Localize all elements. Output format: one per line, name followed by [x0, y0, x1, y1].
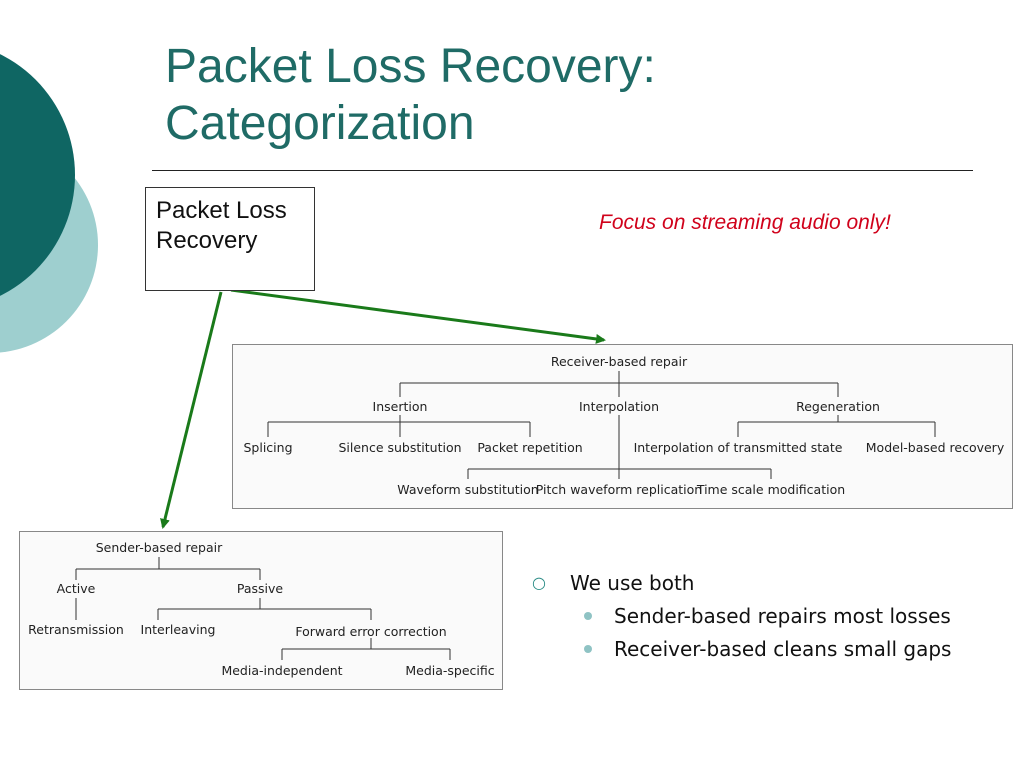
- bullet-sub-text: Sender-based repairs most losses: [614, 604, 951, 628]
- focus-note: Focus on streaming audio only!: [599, 211, 891, 234]
- node-interleaving: Interleaving: [141, 622, 216, 637]
- node-regeneration: Regeneration: [796, 399, 880, 414]
- node-pitch-waveform-replication: Pitch waveform replication: [536, 482, 702, 497]
- node-model-based-recovery: Model-based recovery: [866, 440, 1005, 455]
- node-packet-repetition: Packet repetition: [477, 440, 582, 455]
- arrow-to-sender-tree: [160, 291, 223, 529]
- sender-based-repair-tree: Sender-based repair Active Passive Retra…: [19, 531, 503, 690]
- node-interpolation: Interpolation: [579, 399, 659, 414]
- node-silence-substitution: Silence substitution: [338, 440, 461, 455]
- node-retransmission: Retransmission: [28, 622, 124, 637]
- title-line-1: Packet Loss Recovery:: [165, 40, 656, 93]
- node-waveform-substitution: Waveform substitution: [397, 482, 538, 497]
- receiver-tree-connectors: [267, 371, 936, 479]
- node-active: Active: [57, 581, 96, 596]
- node-passive: Passive: [237, 581, 284, 596]
- dot-bullet-icon: [584, 612, 592, 620]
- root-box-line-2: Recovery: [156, 227, 258, 254]
- node-interpolation-of-transmitted-state: Interpolation of transmitted state: [634, 440, 843, 455]
- node-media-specific: Media-specific: [405, 663, 494, 678]
- slide-title: Packet Loss Recovery: Categorization: [165, 38, 985, 152]
- node-splicing: Splicing: [243, 440, 292, 455]
- hollow-circle-bullet-icon: ○: [532, 573, 546, 592]
- node-receiver-based-repair: Receiver-based repair: [551, 354, 688, 369]
- sender-tree-connectors: [75, 557, 451, 660]
- packet-loss-recovery-box: Packet Loss Recovery: [145, 187, 315, 291]
- bullet-sub-text: Receiver-based cleans small gaps: [614, 637, 952, 661]
- node-time-scale-modification: Time scale modification: [696, 482, 845, 497]
- node-insertion: Insertion: [373, 399, 428, 414]
- root-box-line-1: Packet Loss: [156, 197, 287, 224]
- bullet-main: ○ We use both: [532, 570, 1022, 603]
- bullet-sub: Sender-based repairs most losses: [532, 603, 1022, 636]
- arrow-to-receiver-tree: [230, 288, 606, 344]
- bullet-list: ○ We use both Sender-based repairs most …: [532, 570, 1022, 669]
- dot-bullet-icon: [584, 645, 592, 653]
- bullet-sub: Receiver-based cleans small gaps: [532, 636, 1022, 669]
- receiver-based-repair-tree: Receiver-based repair Insertion Interpol…: [232, 344, 1013, 509]
- bullet-main-text: We use both: [570, 571, 695, 595]
- node-sender-based-repair: Sender-based repair: [96, 540, 223, 555]
- title-divider: [152, 170, 973, 171]
- dark-teal-circle: [0, 54, 75, 296]
- node-forward-error-correction: Forward error correction: [295, 624, 446, 639]
- title-line-2: Categorization: [165, 97, 475, 150]
- node-media-independent: Media-independent: [221, 663, 342, 678]
